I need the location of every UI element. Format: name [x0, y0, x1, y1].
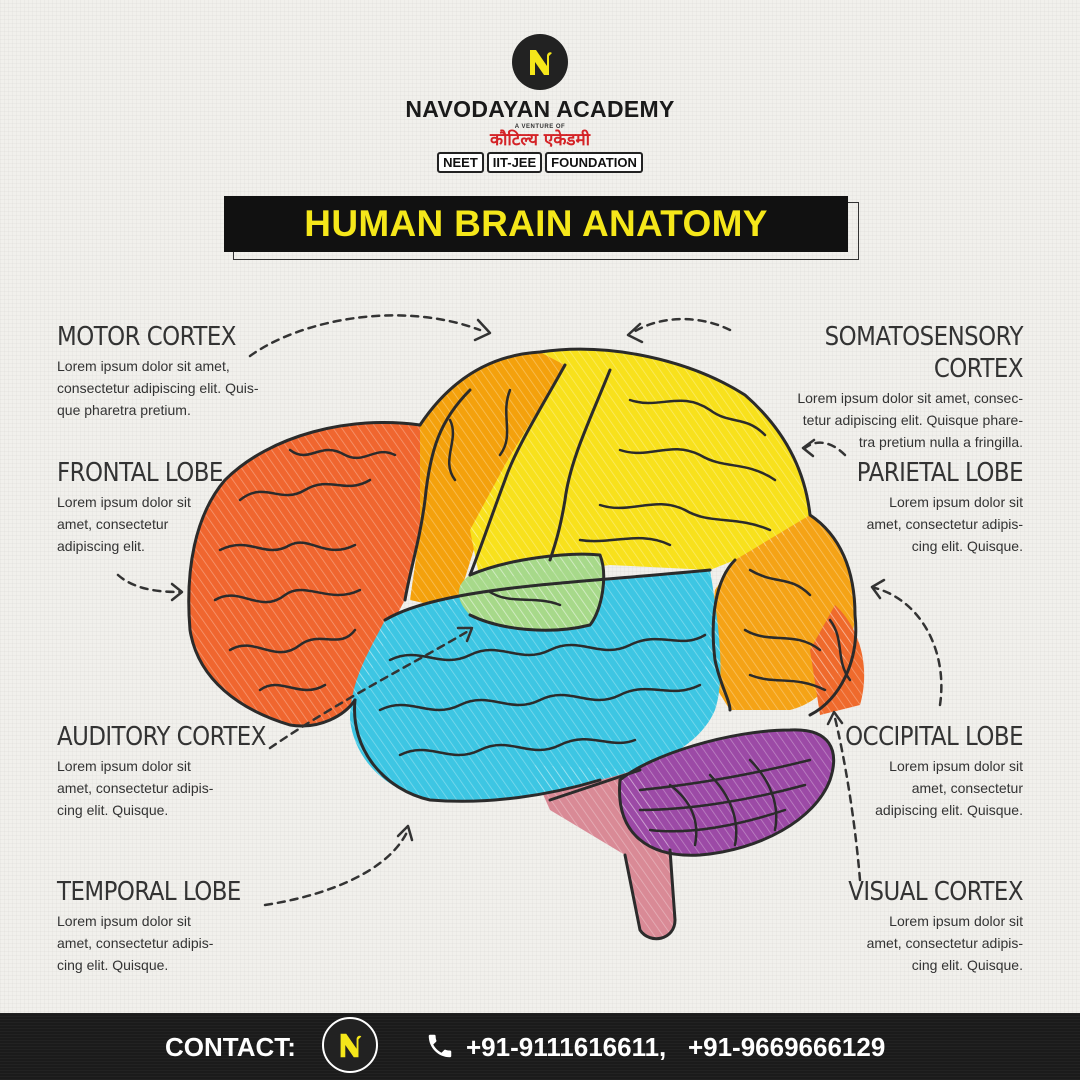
- brain-gyri: [213, 388, 852, 847]
- occipital-lobe-heading: OCCIPITAL LOBE: [845, 722, 1023, 752]
- parietal-lobe-text: Lorem ipsum dolor sit amet, consectetur …: [866, 494, 1023, 554]
- somatosensory-text: Lorem ipsum dolor sit amet, consec- tetu…: [797, 390, 1023, 450]
- temporal-lobe-heading: TEMPORAL LOBE: [57, 877, 241, 907]
- course-foundation: FOUNDATION: [545, 152, 643, 173]
- parietal-lobe-heading: PARIETAL LOBE: [856, 458, 1024, 488]
- arrow-occipital: [873, 586, 943, 707]
- frontal-lobe-text: Lorem ipsum dolor sit amet, consectetur …: [57, 494, 191, 554]
- label-frontal-lobe: FRONTAL LOBE Lorem ipsum dolor sit amet,…: [57, 457, 327, 557]
- label-occipital-lobe: OCCIPITAL LOBE Lorem ipsum dolor sit ame…: [753, 721, 1023, 821]
- motor-cortex-text: Lorem ipsum dolor sit amet, consectetur …: [57, 358, 259, 418]
- course-list: NEET IIT-JEE FOUNDATION: [0, 152, 1080, 173]
- hindi-name: कौटिल्य एकेडमी: [489, 130, 591, 150]
- brain-regions: [188, 349, 865, 939]
- academy-logo: [512, 34, 568, 90]
- n-logo-icon: [340, 1033, 362, 1058]
- label-somatosensory-cortex: SOMATOSENSORY CORTEX Lorem ipsum dolor s…: [723, 321, 1023, 453]
- course-iit-jee: IIT-JEE: [486, 152, 543, 173]
- brain-illustration: [187, 347, 865, 941]
- n-logo-icon: [530, 50, 552, 75]
- visual-cortex-heading: VISUAL CORTEX: [848, 877, 1023, 907]
- occipital-lobe-text: Lorem ipsum dolor sit amet, consectetur …: [875, 758, 1023, 818]
- contact-label: CONTACT:: [165, 1032, 296, 1062]
- header: NAVODAYAN ACADEMY A VENTURE OF कौटिल्य ए…: [0, 34, 1080, 173]
- region-texture: [810, 605, 865, 715]
- frontal-lobe-heading: FRONTAL LOBE: [57, 458, 223, 488]
- phone-icon: [428, 1034, 452, 1058]
- label-parietal-lobe: PARIETAL LOBE Lorem ipsum dolor sit amet…: [753, 457, 1024, 557]
- somatosensory-heading: SOMATOSENSORY CORTEX: [824, 322, 1024, 384]
- motor-cortex-heading: MOTOR CORTEX: [57, 322, 236, 352]
- label-motor-cortex: MOTOR CORTEX Lorem ipsum dolor sit amet,…: [57, 321, 327, 421]
- region-texture: [470, 349, 810, 580]
- course-neet: NEET: [437, 152, 484, 173]
- temporal-lobe-text: Lorem ipsum dolor sit amet, consectetur …: [57, 913, 214, 973]
- visual-cortex-text: Lorem ipsum dolor sit amet, consectetur …: [866, 913, 1023, 973]
- page-title: HUMAN BRAIN ANATOMY: [304, 203, 768, 244]
- arrowhead-occipital: [870, 578, 886, 600]
- contact-phones[interactable]: +91-9111616611, +91-9669666129: [466, 1032, 886, 1062]
- label-temporal-lobe: TEMPORAL LOBE Lorem ipsum dolor sit amet…: [57, 876, 327, 976]
- auditory-cortex-text: Lorem ipsum dolor sit amet, consectetur …: [57, 758, 214, 818]
- label-auditory-cortex: AUDITORY CORTEX Lorem ipsum dolor sit am…: [57, 721, 327, 821]
- auditory-cortex-heading: AUDITORY CORTEX: [57, 722, 266, 752]
- region-texture: [458, 554, 604, 631]
- academy-name: NAVODAYAN ACADEMY: [405, 96, 675, 122]
- venture-text: A VENTURE OF: [514, 124, 566, 130]
- footer-logo: [322, 1017, 378, 1073]
- label-visual-cortex: VISUAL CORTEX Lorem ipsum dolor sit amet…: [753, 876, 1023, 976]
- title-banner: HUMAN BRAIN ANATOMY: [224, 196, 848, 252]
- region-texture: [619, 729, 834, 856]
- contact-footer: CONTACT: +91-9111616611, +91-9669666129: [0, 1013, 1080, 1080]
